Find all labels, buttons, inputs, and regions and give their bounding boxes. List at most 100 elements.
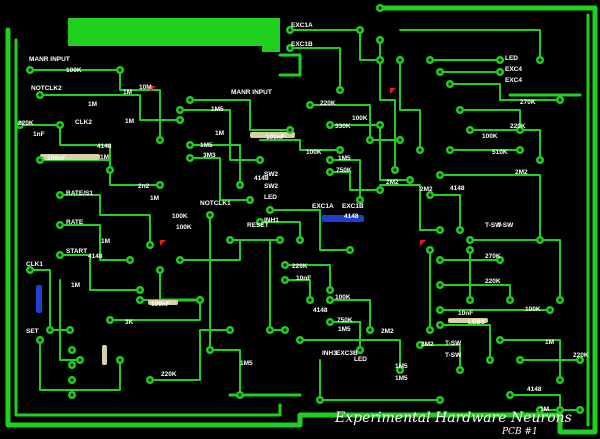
- drill-hole: [468, 298, 472, 302]
- drill-hole: [578, 358, 582, 362]
- drill-hole: [578, 408, 582, 412]
- drill-hole: [328, 320, 332, 324]
- drill-hole: [238, 183, 242, 187]
- component-label: 100K: [525, 306, 541, 313]
- drill-hole: [378, 188, 382, 192]
- drill-hole: [228, 328, 232, 332]
- drill-hole: [78, 358, 82, 362]
- drill-hole: [378, 58, 382, 62]
- drill-hole: [328, 288, 332, 292]
- drill-hole: [468, 238, 472, 242]
- drill-hole: [378, 123, 382, 127]
- component-label: 220K: [573, 352, 589, 359]
- drill-hole: [283, 278, 287, 282]
- component-label: 1M5: [211, 106, 224, 113]
- component-label: CLK2: [75, 119, 92, 126]
- drill-hole: [458, 368, 462, 372]
- drill-hole: [158, 138, 162, 142]
- drill-hole: [48, 328, 52, 332]
- drill-hole: [58, 123, 62, 127]
- drill-hole: [458, 228, 462, 232]
- drill-hole: [438, 258, 442, 262]
- drill-hole: [498, 70, 502, 74]
- drill-hole: [358, 28, 362, 32]
- component-label: INH1: [264, 217, 279, 224]
- drill-hole: [70, 348, 74, 352]
- component-label: 2n2: [138, 183, 150, 190]
- drill-hole: [338, 88, 342, 92]
- drill-hole: [58, 223, 62, 227]
- component-label: 4148: [254, 175, 269, 182]
- component-label: 1M5: [240, 360, 253, 367]
- drill-hole: [368, 328, 372, 332]
- component-label: T-SW: [445, 352, 462, 359]
- component-label: 1M5: [395, 375, 408, 382]
- drill-hole: [208, 348, 212, 352]
- drill-hole: [118, 358, 122, 362]
- component-label: 220K: [320, 100, 336, 107]
- component-label: MANR INPUT: [29, 56, 70, 63]
- drill-hole: [38, 158, 42, 162]
- component-label: 270K: [485, 253, 501, 260]
- component-label: 100K: [172, 213, 188, 220]
- drill-hole: [398, 138, 402, 142]
- drill-hole: [448, 82, 452, 86]
- component-label: 330K: [335, 123, 351, 130]
- drill-hole: [208, 213, 212, 217]
- component-label: 2M2: [381, 328, 394, 335]
- component-label: 10nF: [458, 310, 473, 317]
- drill-hole: [378, 6, 382, 10]
- circuit-traces: [19, 29, 581, 411]
- drill-hole: [258, 158, 262, 162]
- drill-hole: [438, 283, 442, 287]
- drill-hole: [70, 378, 74, 382]
- component-label: NOTCLK1: [200, 200, 231, 207]
- drill-hole: [118, 68, 122, 72]
- component-label: 3M3: [203, 152, 216, 159]
- component-label: 1M: [540, 406, 549, 413]
- drill-hole: [238, 393, 242, 397]
- component-label: CLK1: [26, 261, 43, 268]
- drill-hole: [308, 103, 312, 107]
- drill-hole: [188, 156, 192, 160]
- component-label: 2M2: [421, 341, 434, 348]
- component-label: 1M: [123, 89, 132, 96]
- component-label: 1M5: [338, 155, 351, 162]
- component-label: INH3: [322, 350, 337, 357]
- drill-hole: [418, 148, 422, 152]
- component-label: 10nF: [296, 275, 311, 282]
- drill-hole: [498, 338, 502, 342]
- component-label: 2M2: [386, 179, 399, 186]
- drill-hole: [438, 228, 442, 232]
- component-label: 510K: [492, 149, 508, 156]
- drill-hole: [508, 393, 512, 397]
- component-label: 220K: [292, 263, 308, 270]
- component-label: LED: [264, 194, 277, 201]
- component-label: LED: [505, 55, 518, 62]
- drill-hole: [268, 208, 272, 212]
- board-outline-traces: [5, 5, 598, 435]
- component-label: 100nF: [151, 301, 170, 308]
- component-label: 220K: [18, 120, 34, 127]
- drill-hole: [438, 398, 442, 402]
- drill-hole: [228, 238, 232, 242]
- component-label: 100K: [335, 294, 351, 301]
- component-label: 100nF: [266, 134, 285, 141]
- board-subtitle: PCB #1: [501, 427, 538, 437]
- drill-hole: [558, 408, 562, 412]
- drill-hole: [498, 58, 502, 62]
- drill-hole: [108, 318, 112, 322]
- drill-hole: [438, 323, 442, 327]
- drill-hole: [538, 58, 542, 62]
- component-label: 1M: [215, 130, 224, 137]
- drill-hole: [438, 173, 442, 177]
- drill-hole: [428, 193, 432, 197]
- drill-hole: [108, 168, 112, 172]
- drill-hole: [178, 258, 182, 262]
- drill-hole: [438, 308, 442, 312]
- component-label: 1M: [125, 118, 134, 125]
- component-label: 1M5: [395, 363, 408, 370]
- component-label: 1M: [545, 339, 554, 346]
- drill-hole: [288, 128, 292, 132]
- drill-hole: [448, 148, 452, 152]
